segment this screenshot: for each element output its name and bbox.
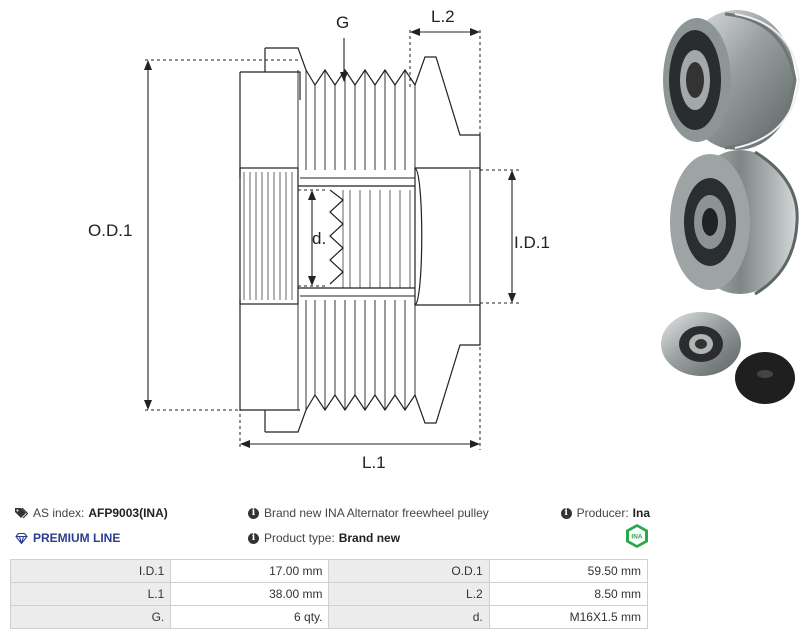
pulley-photo-1 [663,10,800,150]
description: i Brand new INA Alternator freewheel pul… [248,506,489,520]
table-row: I.D.1 17.00 mm O.D.1 59.50 mm [9,559,649,583]
table-row: G. 6 qty. d. M16X1.5 mm [9,605,649,629]
spec-key: I.D.1 [9,559,172,583]
pulley-top-outline [265,47,481,170]
product-type: i Product type: Brand new [248,531,400,545]
spec-key: L.2 [328,582,490,606]
producer: i Producer: Ina [560,506,650,520]
info-icon: i [248,507,259,519]
tags-icon [15,507,28,518]
spec-value: 17.00 mm [170,559,330,583]
label-l2: L.2 [431,7,455,26]
as-index-value: AFP9003(INA) [88,506,168,520]
label-id1: I.D.1 [514,233,550,252]
pulley-photo-2 [670,150,799,296]
spec-key: d. [328,605,490,629]
product-info: AS index: AFP9003(INA) i Brand new INA A… [15,502,650,552]
spec-table: I.D.1 17.00 mm O.D.1 59.50 mm L.1 38.00 … [9,559,649,629]
premium-line-label: PREMIUM LINE [33,531,121,545]
info-icon: i [248,532,259,544]
description-text: Brand new INA Alternator freewheel pulle… [264,506,489,520]
as-index: AS index: AFP9003(INA) [15,506,168,520]
pulley-technical-drawing: G L.2 O.D.1 d. I.D.1 L.1 [88,7,550,472]
ina-logo-text: INA [631,534,643,541]
spec-key: G. [9,605,172,629]
product-type-label: Product type: [264,531,335,545]
pulley-photo-3 [661,312,795,404]
ina-logo: INA [626,524,648,548]
label-d: d. [312,229,326,248]
label-od1: O.D.1 [88,221,132,240]
spec-value: 38.00 mm [170,582,330,606]
premium-line-badge: PREMIUM LINE [15,531,120,545]
spec-value: 8.50 mm [488,582,649,606]
pulley-bottom-outline [265,305,481,433]
spec-value: 6 qty. [170,605,330,629]
spec-key: L.1 [9,582,172,606]
label-l1: L.1 [362,453,386,472]
producer-label: Producer: [576,506,629,520]
product-photos [661,10,800,404]
spec-value: 59.50 mm [488,559,649,583]
spec-key: O.D.1 [328,559,490,583]
diamond-icon [15,532,28,544]
producer-value: Ina [632,506,650,520]
product-type-value: Brand new [338,531,401,545]
spec-value: M16X1.5 mm [488,605,649,629]
thread-profile [329,189,344,285]
as-index-label: AS index: [33,506,85,520]
info-icon: i [560,507,572,519]
table-row: L.1 38.00 mm L.2 8.50 mm [9,582,649,606]
label-g: G [336,13,349,32]
